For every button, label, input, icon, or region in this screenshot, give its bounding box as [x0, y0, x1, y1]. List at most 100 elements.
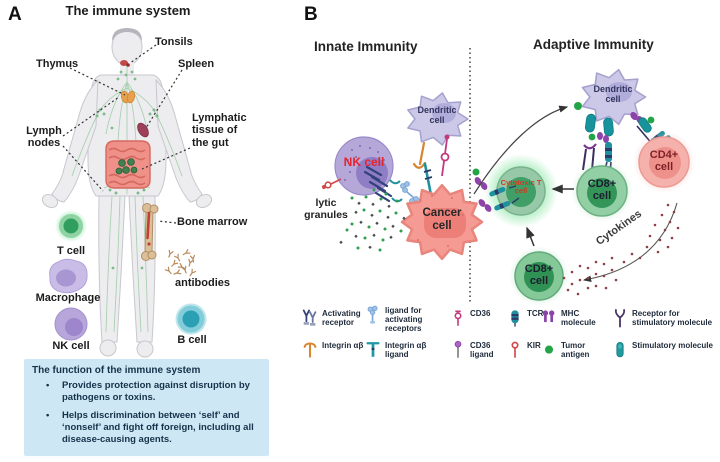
t-cell-icon	[55, 210, 87, 242]
cytokines-arrow	[582, 202, 678, 283]
cd36-receptor-innate	[440, 134, 450, 177]
organ-spleen	[137, 122, 149, 138]
integrin-ab-ligand-icon	[364, 338, 382, 363]
legend-item-tcr: TCR	[506, 306, 546, 331]
teal-pin-innate	[423, 162, 433, 197]
activating-receptors	[363, 165, 393, 203]
label-cytotoxic-t-cell: Cytotoxic T cell	[500, 178, 542, 196]
legend-label: Stimulatory molecule	[632, 341, 713, 350]
adaptive-immunity-heading: Adaptive Immunity	[533, 37, 654, 52]
panel-b-letter: B	[304, 4, 318, 25]
legend-item-mhc: MHC molecule	[540, 306, 610, 331]
label-t-cell: T cell	[56, 245, 86, 257]
label-dendritic-adaptive: Dendritic cell	[593, 84, 633, 105]
legend-label: CD36 ligand	[470, 341, 494, 360]
legend-label: Integrin αβ ligand	[385, 341, 427, 360]
legend-label: TCR	[527, 309, 544, 318]
activating-receptor-anchor	[389, 179, 403, 203]
antibodies-icon	[164, 249, 197, 278]
function-box-bullet-2: Helps discrimination between ‘self’ and …	[46, 410, 257, 446]
legend-label: Tumor antigen	[561, 341, 590, 360]
tumor-antigen-icon	[540, 338, 558, 363]
cd36-ligand-icon	[449, 338, 467, 363]
legend-label: Integrin αβ	[322, 341, 364, 350]
stimulatory-molecule-icon	[611, 338, 629, 363]
antigen-presentation-arrow	[473, 105, 569, 195]
label-cd8-lower: CD8+ cell	[524, 263, 554, 288]
label-lymph-nodes: Lymph nodes	[26, 125, 62, 150]
legend-item-kir: KIR	[506, 338, 546, 363]
cd8lower-to-cytotoxic-arrow	[526, 226, 535, 247]
label-cancer-cell: Cancer cell	[422, 207, 462, 232]
legend-item-stimulatory-molecule: Stimulatory molecule	[611, 338, 719, 363]
legend-item-integrin-ligand: Integrin αβ ligand	[364, 338, 450, 363]
panel-b-illustration	[322, 48, 695, 306]
panel-a-letter: A	[8, 4, 22, 25]
b-cell-icon	[175, 303, 207, 335]
organ-thymus	[120, 90, 136, 104]
label-lymphatic-tissue: Lymphatic tissue of the gut	[192, 112, 247, 149]
label-antibodies: antibodies	[175, 277, 231, 289]
function-box-list: Provides protection against disruption b…	[32, 380, 261, 445]
legend-label: MHC molecule	[561, 309, 596, 328]
integrin-receptor-innate	[412, 141, 427, 169]
cd36-icon	[449, 306, 467, 331]
lytic-granule-dots	[339, 188, 406, 252]
legend-label: ligand for activating receptors	[385, 306, 423, 334]
legend-label: Activating receptor	[322, 309, 361, 328]
tcr-icon	[506, 306, 524, 331]
nk-cell-icon-a	[54, 307, 88, 341]
label-bone-marrow: Bone marrow	[177, 216, 248, 228]
leader-lines	[62, 44, 191, 224]
label-cd4-cell: CD4+ cell	[649, 149, 679, 174]
legend-item-receptor-stimulatory: Receptor for stimulatory molecule	[611, 306, 717, 331]
cd4-cell	[633, 131, 695, 193]
organ-intestines	[105, 140, 151, 189]
cd8-cell-lower	[509, 246, 569, 306]
cancer-cytotoxic-synapse	[472, 168, 520, 212]
legend-item-cd36: CD36	[449, 306, 501, 331]
label-nk-cell-a: NK cell	[52, 340, 90, 352]
organ-tonsils	[120, 60, 130, 67]
function-box-bullet-1: Provides protection against disruption b…	[46, 380, 257, 404]
dendritic-cell-adaptive	[581, 68, 647, 126]
label-nk-cell-b: NK cell	[343, 155, 385, 169]
label-dendritic-innate: Dendritic cell	[417, 105, 457, 126]
cd8-cell-upper	[571, 160, 633, 222]
activating-receptor-icon	[301, 306, 319, 331]
panel-a-illustration	[41, 28, 213, 358]
integrin-ab-icon	[301, 338, 319, 363]
innate-immunity-heading: Innate Immunity	[314, 39, 418, 54]
legend-item-integrin: Integrin αβ	[301, 338, 365, 363]
tumor-antigen-dot	[574, 102, 582, 110]
label-spleen: Spleen	[178, 58, 215, 70]
label-macrophage: Macrophage	[35, 292, 101, 304]
bone-marrow-bone	[141, 203, 159, 261]
kir-icon	[506, 338, 524, 363]
cytotoxic-t-cell	[484, 154, 558, 228]
label-tonsils: Tonsils	[155, 36, 193, 48]
legend-item-cd36-ligand: CD36 ligand	[449, 338, 513, 363]
receptor-for-stimulatory-molecule-icon	[611, 306, 629, 331]
legend-item-activating-receptor: Activating receptor	[301, 306, 365, 331]
legend-label: KIR	[527, 341, 541, 350]
panel-a-title: The immune system	[65, 3, 191, 18]
function-box: The function of the immune system Provid…	[24, 359, 269, 456]
legend-label: Receptor for stimulatory molecule	[632, 309, 713, 328]
legend-item-ligand-activating: ligand for activating receptors	[364, 303, 444, 334]
label-thymus: Thymus	[36, 58, 79, 70]
ligand-for-activating-receptors-icon	[364, 303, 382, 328]
label-lytic-granules: lytic granules	[304, 197, 348, 221]
cancer-cell	[400, 183, 484, 261]
mhc-molecule-icon	[540, 306, 558, 331]
label-cd8-upper: CD8+ cell	[587, 178, 617, 203]
macrophage-icon	[49, 258, 88, 294]
kir-receptor	[322, 178, 342, 189]
gut-lymphoid-tissue	[115, 158, 138, 175]
dendritic-cell-innate	[407, 92, 469, 146]
legend-item-tumor-antigen: Tumor antigen	[540, 338, 614, 363]
cytokine-dots	[562, 203, 680, 296]
label-b-cell: B cell	[177, 334, 207, 346]
